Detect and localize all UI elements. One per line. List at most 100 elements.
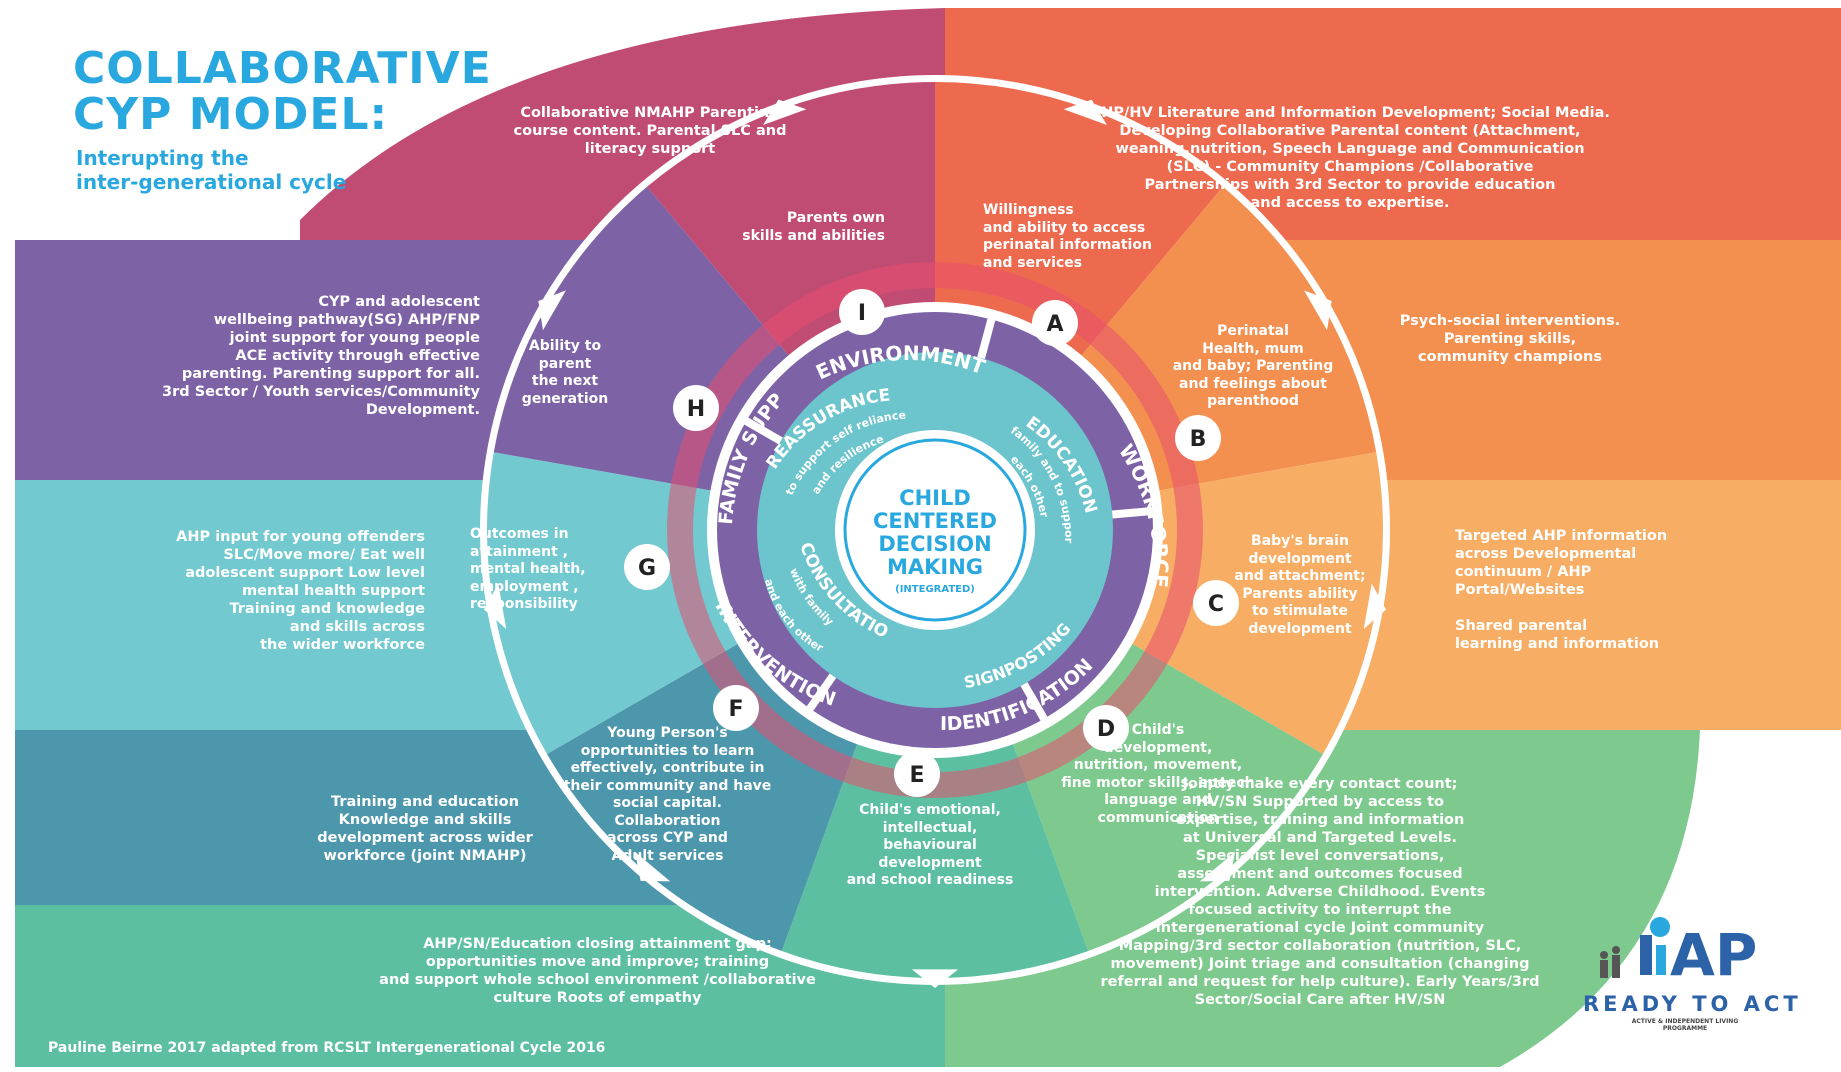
inner-text-line: social capital. [613, 795, 722, 811]
inner-text-line: Parents ability [1242, 585, 1358, 602]
inner-text-line: Health, mum [1202, 340, 1304, 357]
outer-text-line: Mapping/3rd sector collaboration (nutrit… [1118, 938, 1522, 954]
band-E [15, 905, 945, 1067]
outer-text-line: community champions [1418, 349, 1602, 365]
outer-text-line: development across wider [317, 830, 533, 846]
inner-text-line: Young Person's [607, 725, 728, 741]
outer-text-line: Targeted AHP information [1455, 528, 1668, 544]
outer-text-line: at Universal and Targeted Levels. [1182, 830, 1458, 846]
outer-text-line: SLC/Move more/ Eat well [223, 547, 425, 563]
outer-text-line: assessment and outcomes focused [1177, 866, 1463, 882]
marker-A [1032, 300, 1078, 346]
center-text-line: (INTEGRATED) [895, 584, 975, 595]
ring-divider [1020, 682, 1048, 721]
logo-subtitle: ACTIVE & INDEPENDENT LIVING PROGRAMME [1631, 1018, 1739, 1032]
outer-text-H: CYP and adolescent wellbeing pathway(SG) … [95, 293, 480, 419]
inner-text-line: parent [538, 355, 592, 372]
arrow-notch [538, 290, 566, 331]
inner-text-line: development [1248, 620, 1352, 637]
subtitle-line-2: inter-generational cycle [76, 170, 347, 194]
inner-text-E: Child's emotional,intellectual,behaviour… [830, 802, 1030, 890]
inner-text-line: and baby; Parenting [1172, 358, 1334, 374]
logo-mark: AP [1670, 921, 1757, 989]
inner-text-line: and attachment; [1234, 568, 1366, 584]
page-subtitle: Interupting the inter-generational cycle [76, 146, 346, 194]
outer-text-line: Training and knowledge [229, 601, 425, 617]
inner-text-line: their community and have [563, 777, 772, 794]
outer-text-line: referral and request for help culture). … [1100, 974, 1540, 990]
outer-text-line: opportunities move and improve; training [425, 954, 770, 970]
inner-text-line: generation [521, 390, 609, 407]
ring-divider [977, 318, 996, 360]
outer-text-line: and skills across [289, 619, 425, 635]
outer-text-line: course content. Parental SLC and [513, 123, 787, 139]
ring-divider [1111, 507, 1153, 519]
arrow-notch [1304, 290, 1332, 331]
arrow-notch [911, 969, 959, 988]
outer-text-line: parenting. Parenting support for all. [181, 366, 480, 382]
arrow-notch [763, 99, 807, 125]
inner-text-line: Collaboration [614, 812, 721, 829]
marker-E [894, 751, 940, 797]
outer-text-line: weaning,nutrition, Speech Language and C… [1115, 141, 1585, 157]
inner-text-line: across CYP and [607, 830, 728, 846]
credit-text: Pauline Beirne 2017 adapted from RCSLT I… [48, 1040, 606, 1056]
center-ring [843, 438, 1027, 622]
arrow-notch [1063, 99, 1107, 125]
outer-text-line: across Developmental [1455, 546, 1637, 562]
center-disc [835, 430, 1035, 630]
inner-text-line: fine motor skills, speech [1061, 774, 1255, 791]
subtitle-line-1: Interupting the [76, 146, 249, 170]
outer-text-line: intervention. Adverse Childhood. Events [1154, 884, 1486, 900]
outer-text-line: wellbeing pathway(SG) AHP/FNP [213, 312, 480, 328]
title-line-1: COLLABORATIVE [73, 43, 492, 94]
center-text-line: CHILD [899, 486, 971, 510]
outer-text-D: Jointly make every contact count;HV/SN S… [970, 775, 1670, 1009]
outer-text-line: adolescent support Low level [185, 565, 425, 581]
inner-text-line: employment , [470, 578, 579, 595]
marker-H [673, 385, 719, 431]
inner-text-line: Parents own [786, 210, 885, 226]
logo-mark-icon: AP [1600, 917, 1757, 989]
outer-text-line: (SLC) - Community Champions /Collaborati… [1166, 159, 1534, 175]
outer-text-line: Training and education [331, 794, 519, 810]
arrow-notch [483, 583, 507, 629]
inner-text-line: Perinatal [1217, 323, 1289, 339]
inner-text-line: Outcomes in [470, 526, 569, 542]
outer-text-line: Portal/Websites [1455, 582, 1585, 598]
ring-divider [744, 417, 783, 445]
inner-text-line: effectively, contribute in [570, 760, 765, 776]
outer-text-line: AHP/HV Literature and Information Develo… [1090, 105, 1610, 121]
inner-text-line: the next [531, 373, 599, 389]
inner-text-line: skills and abilities [742, 227, 885, 244]
inner-text-line: opportunities to learn [580, 742, 755, 759]
marker-I [839, 289, 885, 335]
outer-text-line: Jointly make every contact count; [1182, 776, 1458, 792]
ready-to-act-logo: AP [1570, 905, 1810, 1040]
outer-text-line: focused activity to interrupt the [1188, 902, 1452, 918]
inner-text-line: Baby's brain [1251, 533, 1349, 549]
outer-text-line: Shared parental [1455, 618, 1588, 634]
inner-text-line: Adult services [611, 847, 724, 864]
inner-text-line: perinatal information [983, 237, 1152, 253]
outer-text-line: joint support for young people [229, 330, 480, 346]
outer-text-line: learning and information [1455, 636, 1660, 652]
outer-text-line: expertise, training and information [1175, 812, 1465, 828]
title-line-2: CYP MODEL: [73, 89, 389, 140]
outer-text-line: mental health support [242, 583, 425, 599]
outer-text-line: CYP and adolescent [318, 294, 480, 310]
arrow-notch [1363, 583, 1387, 629]
outer-text-line [1455, 599, 1685, 617]
outer-text-line: Developing Collaborative Parental conten… [1119, 123, 1581, 139]
outer-text-E: AHP/SN/Education closing attainment gap;… [350, 935, 845, 1007]
outer-text-line: Specialist level conversations, [1195, 848, 1445, 864]
